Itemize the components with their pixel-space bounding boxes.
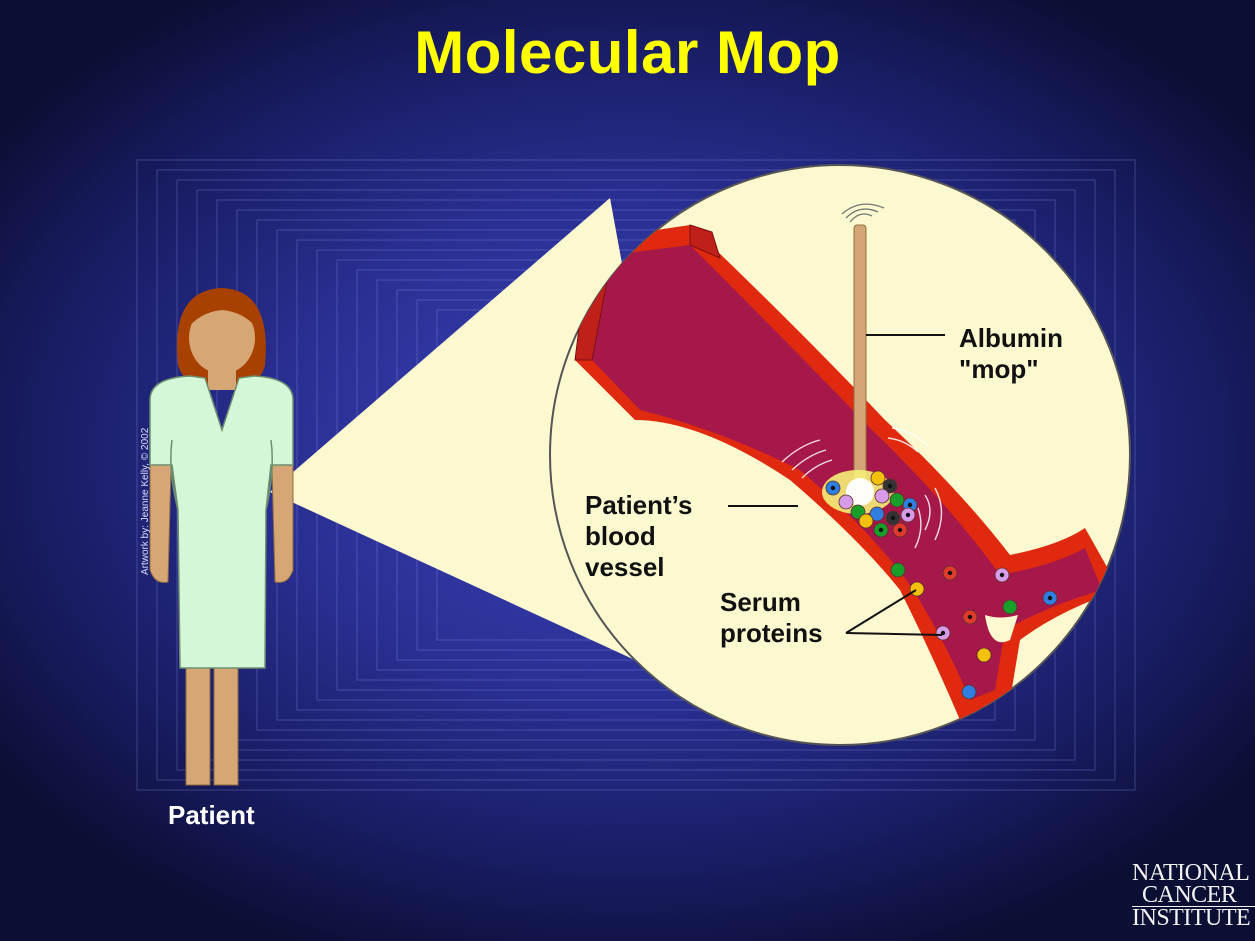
- serum-label-line1: Serum: [720, 587, 823, 618]
- serum-proteins-label: Serum proteins: [720, 587, 823, 649]
- serum-protein-icon: [839, 495, 853, 509]
- serum-protein-icon: [910, 582, 924, 596]
- logo-line2: CANCER: [1132, 884, 1255, 906]
- serum-protein-icon: [977, 648, 991, 662]
- protein-core: [908, 503, 912, 507]
- serum-label-line2: proteins: [720, 618, 823, 649]
- blood-vessel-label: Patient’s blood vessel: [585, 490, 692, 583]
- protein-core: [891, 516, 895, 520]
- artwork-credit: Artwork by: Jeanne Kelly, © 2002: [140, 428, 151, 575]
- protein-core: [898, 528, 902, 532]
- albumin-mop-label: Albumin "mop": [959, 323, 1063, 385]
- protein-core: [1048, 596, 1052, 600]
- protein-core: [1000, 573, 1004, 577]
- protein-core: [968, 615, 972, 619]
- vessel-label-line1: Patient’s: [585, 490, 692, 521]
- protein-core: [831, 486, 835, 490]
- serum-protein-icon: [890, 493, 904, 507]
- serum-protein-icon: [875, 489, 889, 503]
- serum-protein-icon: [891, 563, 905, 577]
- vessel-label-line2: blood: [585, 521, 692, 552]
- nci-logo: NATIONAL CANCER INSTITUTE: [1132, 862, 1255, 929]
- protein-core: [888, 484, 892, 488]
- protein-core: [906, 513, 910, 517]
- vessel-label-line3: vessel: [585, 552, 692, 583]
- serum-protein-icon: [1003, 600, 1017, 614]
- albumin-label-line1: Albumin: [959, 323, 1063, 354]
- protein-core: [948, 571, 952, 575]
- logo-line3: INSTITUTE: [1132, 906, 1255, 929]
- woman-figure-icon: [150, 288, 293, 785]
- logo-line1: NATIONAL: [1132, 862, 1255, 884]
- serum-protein-icon: [871, 471, 885, 485]
- patient-label: Patient: [168, 800, 255, 831]
- protein-core: [879, 528, 883, 532]
- albumin-label-line2: "mop": [959, 354, 1063, 385]
- serum-protein-icon: [962, 685, 976, 699]
- serum-protein-icon: [859, 514, 873, 528]
